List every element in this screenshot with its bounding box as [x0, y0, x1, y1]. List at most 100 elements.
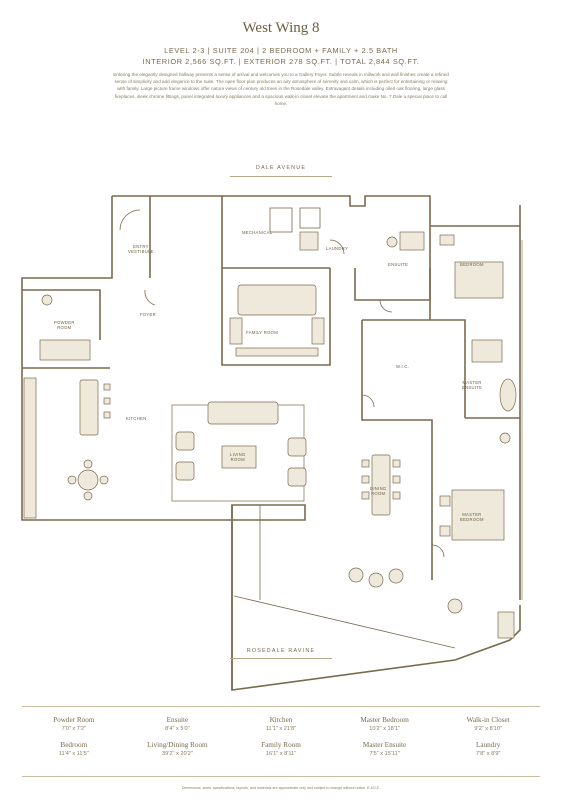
living-chair [287, 437, 307, 457]
street-label-bottom: ROSEDALE RAVINE [246, 648, 316, 654]
room-label-laundry: LAUNDRY [326, 246, 349, 251]
room-label-mechanical: MECHANICAL [242, 230, 273, 235]
dimension-item: Bedroom 11'4" x 11'5" [22, 741, 126, 757]
kitchen-chair [83, 491, 93, 501]
dining-chair [361, 459, 370, 468]
kitchen-counter-west [23, 377, 37, 519]
bedroom-bed [454, 261, 504, 299]
dimension-value: 7'8" x 8'9" [475, 751, 501, 757]
room-label-foyer: FOYER [140, 312, 156, 317]
dimension-value: 8'4" x 5'0" [165, 726, 190, 732]
room-label-wic: W.I.C. [396, 364, 410, 369]
powder-wall [22, 289, 101, 340]
dimension-room-name: Kitchen [269, 716, 293, 724]
outer-wall [21, 196, 521, 691]
dimension-value: 7'5" x 15'11" [369, 751, 400, 757]
dimension-value: 7'0" x 7'2" [61, 726, 87, 732]
dining-chair [361, 475, 370, 484]
ensuite-toilet [386, 236, 398, 248]
footer-rule-bottom [22, 776, 540, 777]
wic-door [361, 394, 375, 408]
family-sofa [237, 284, 317, 316]
balcony-chair [348, 567, 364, 583]
dimension-room-name: Bedroom [60, 741, 88, 749]
room-label-dining: DINING ROOM [370, 486, 387, 497]
dimension-value: 9'2" x 8'10" [474, 726, 502, 732]
suite-spec-line: LEVEL 2-3 | SUITE 204 | 2 BEDROOM + FAMI… [164, 46, 398, 55]
balcony-chair [447, 598, 463, 614]
dining-chair [392, 475, 401, 484]
dimension-value: 10'2" x 18'1" [369, 726, 400, 732]
living-sofa [207, 401, 279, 425]
ensuite-door [379, 299, 393, 313]
coffee-table [221, 445, 257, 469]
master-bed [451, 489, 505, 541]
room-label-living: LIVING ROOM [230, 452, 246, 463]
wall-top-left [112, 195, 330, 269]
dimension-item: Powder Room 7'0" x 7'2" [22, 716, 126, 732]
wall-top-right [222, 195, 521, 227]
mechanical-box [269, 207, 293, 233]
dimension-value: 39'2" x 20'2" [162, 751, 193, 757]
dimension-item: Walk-in Closet 9'2" x 8'10" [436, 716, 540, 732]
entry-door [119, 209, 141, 231]
dining-table [371, 454, 391, 516]
balcony-chair [388, 568, 404, 584]
dimension-room-name: Laundry [476, 741, 501, 749]
dimension-room-name: Walk-in Closet [466, 716, 510, 724]
wic-wall [362, 319, 466, 418]
laundry-door [329, 239, 345, 255]
dimension-item: Kitchen 11'1" x 21'8" [229, 716, 333, 732]
street-rule-bottom [230, 658, 332, 659]
room-dimensions: Powder Room 7'0" x 7'2" Ensuite 8'4" x 5'0"… [22, 716, 540, 757]
room-label-family: FAMILY ROOM [246, 330, 278, 335]
master-toilet [499, 432, 511, 444]
dining-chair [361, 491, 370, 500]
dimension-value: 11'1" x 21'8" [265, 726, 297, 732]
dimension-room-name: Master Bedroom [360, 716, 409, 724]
powder-vanity [39, 339, 91, 361]
master-nightstand [439, 525, 451, 537]
area-spec-line: INTERIOR 2,566 SQ.FT. | EXTERIOR 278 SQ.… [142, 57, 420, 66]
ensuite-vanity [399, 231, 425, 251]
room-label-ensuite: ENSUITE [388, 262, 409, 267]
family-console [235, 347, 319, 357]
dimension-item: Ensuite 8'4" x 5'0" [126, 716, 230, 732]
kitchen-island [79, 379, 99, 436]
disclaimer: Dimensions, sizes, specifications, layou… [181, 786, 381, 790]
balcony-chair [368, 572, 384, 588]
dimension-value: 16'1" x 8'11" [265, 751, 297, 757]
dimension-value: 11'4" x 11'5" [58, 751, 89, 757]
dimension-item: Master Bedroom 10'2" x 18'1" [333, 716, 437, 732]
bedroom-door [431, 544, 445, 558]
kitchen-chair [99, 475, 109, 485]
dimension-room-name: Master Ensuite [362, 741, 407, 749]
family-room-wall [221, 268, 331, 366]
island-stool [103, 397, 111, 405]
room-label-master-ensuite: MASTER ENSUITE [462, 380, 483, 391]
room-label-bedroom: BEDROOM [460, 262, 484, 267]
dimension-room-name: Powder Room [53, 716, 95, 724]
page-title: West Wing 8 [242, 20, 320, 36]
kitchen-table [77, 469, 99, 491]
mechanical-unit [299, 207, 321, 229]
master-vanity [471, 339, 503, 363]
living-chair [287, 467, 307, 487]
kitchen-chair [67, 475, 77, 485]
balcony-edge [233, 595, 456, 649]
washer [299, 231, 319, 251]
wic-dining-wall [361, 320, 433, 580]
footer-rule [22, 706, 540, 707]
dimension-item: Family Room 16'1" x 8'11" [229, 741, 333, 757]
street-label-top: DALE AVENUE [255, 165, 307, 171]
room-label-master-bedroom: MASTER BEDROOM [460, 512, 484, 523]
living-chair [175, 461, 195, 481]
master-tub [499, 378, 517, 412]
dimension-room-name: Family Room [261, 741, 301, 749]
living-chair [175, 431, 195, 451]
room-label-entry: ENTRY VESTIBULE [128, 244, 154, 255]
dimension-room-name: Ensuite [166, 716, 189, 724]
bedroom-nightstand [439, 234, 455, 246]
suite-description: Entering the elegantly designed hallway … [113, 72, 449, 106]
